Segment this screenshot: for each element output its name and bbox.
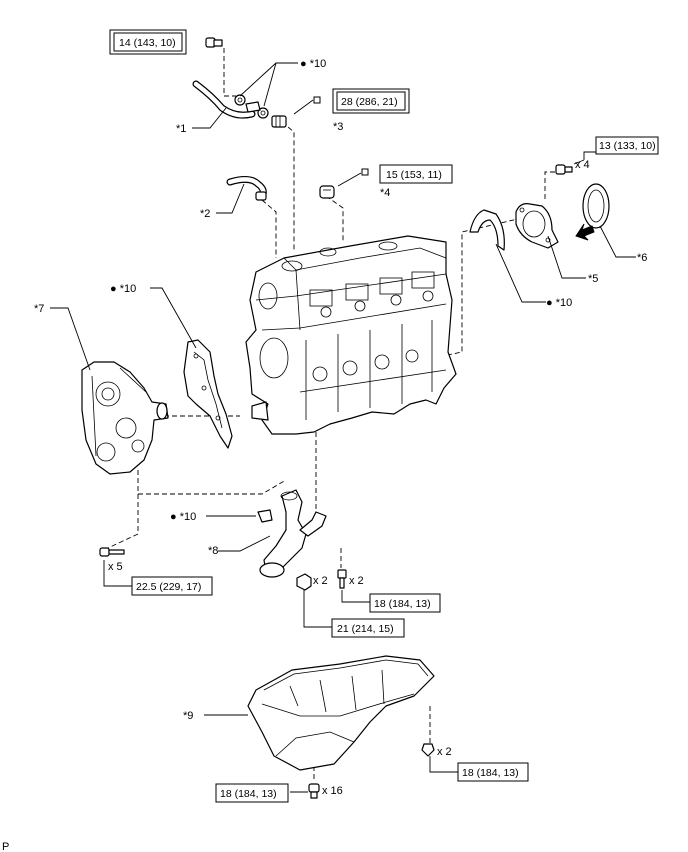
pan-bolt-icon [421, 743, 435, 757]
label-part2: *2 [200, 208, 210, 220]
torque-spec-t5: 22.5 (229, 17) [131, 576, 213, 596]
torque-spec-t4: 13 (133, 10) [595, 136, 659, 155]
oil-hose [226, 175, 267, 201]
oil-strainer [257, 489, 327, 578]
label-part10-left: ● *10 [110, 283, 136, 295]
qty-pan-bolts: x 16 [322, 785, 343, 797]
torque-spec-t9: 18 (184, 13) [215, 783, 289, 803]
torque-spec-t1: 14 (143, 10) [109, 29, 187, 55]
label-part7: *7 [34, 303, 44, 315]
rear-oil-seal-retainer [515, 203, 559, 249]
oil-pipe [192, 80, 269, 119]
label-part4: *4 [380, 187, 390, 199]
bold-arrow-icon [575, 223, 595, 241]
retainer-bolt-icon [555, 164, 573, 175]
torque-text-t3: 15 (153, 11) [386, 169, 442, 181]
strainer-bolt-icon [337, 569, 347, 589]
adhesive-mark-icon [313, 96, 321, 104]
union-bolt-icon [271, 115, 287, 128]
label-part3: *3 [333, 121, 343, 133]
torque-text-t4: 13 (133, 10) [599, 140, 656, 152]
torque-spec-t8: 18 (184, 13) [457, 762, 529, 782]
label-part9: *9 [183, 710, 193, 722]
torque-spec-t6: 18 (184, 13) [369, 593, 441, 613]
bolt-14nm-icon [205, 37, 223, 48]
pan-bolt-front-icon [308, 783, 320, 799]
label-part10-top: ● *10 [300, 58, 326, 70]
torque-spec-t7: 21 (214, 15) [331, 618, 405, 638]
engine-block [245, 235, 457, 435]
label-part6: *6 [637, 252, 647, 264]
label-part10-right: ● *10 [546, 297, 572, 309]
corner-mark: P [2, 841, 9, 852]
timing-chain-cover [81, 361, 169, 475]
label-part10-strainer: ● *10 [170, 511, 196, 523]
torque-text-t2: 28 (286, 21) [341, 96, 398, 108]
torque-text-t6: 18 (184, 13) [374, 598, 431, 610]
label-part5: *5 [588, 273, 598, 285]
torque-text-t1: 14 (143, 10) [119, 37, 176, 49]
torque-text-t9: 18 (184, 13) [220, 788, 277, 800]
oil-pan [247, 655, 435, 771]
torque-text-t8: 18 (184, 13) [462, 767, 519, 779]
leader-lines [50, 62, 636, 793]
plug-icon [319, 185, 335, 199]
qty-cover-bolts: x 5 [108, 561, 123, 573]
qty-strainer-bolts: x 2 [349, 575, 364, 587]
torque-spec-t3: 15 (153, 11) [379, 164, 453, 184]
label-part8: *8 [208, 545, 218, 557]
assembly-lines [107, 48, 555, 782]
rear-retainer-gasket [469, 209, 505, 251]
torque-text-t7: 21 (214, 15) [337, 623, 394, 635]
qty-strainer-nuts: x 2 [313, 575, 328, 587]
rear-oil-seal [582, 183, 610, 229]
torque-text-t5: 22.5 (229, 17) [136, 581, 201, 593]
qty-rear-bolts: x 4 [575, 159, 590, 171]
torque-spec-t2: 28 (286, 21) [332, 88, 410, 114]
timing-cover-gasket [183, 339, 233, 449]
qty-pan-side-bolts: x 2 [437, 746, 452, 758]
cover-bolt-icon [99, 547, 125, 557]
label-part1: *1 [176, 123, 186, 135]
strainer-nut-icon [296, 573, 312, 591]
adhesive-mark-icon [361, 168, 369, 176]
